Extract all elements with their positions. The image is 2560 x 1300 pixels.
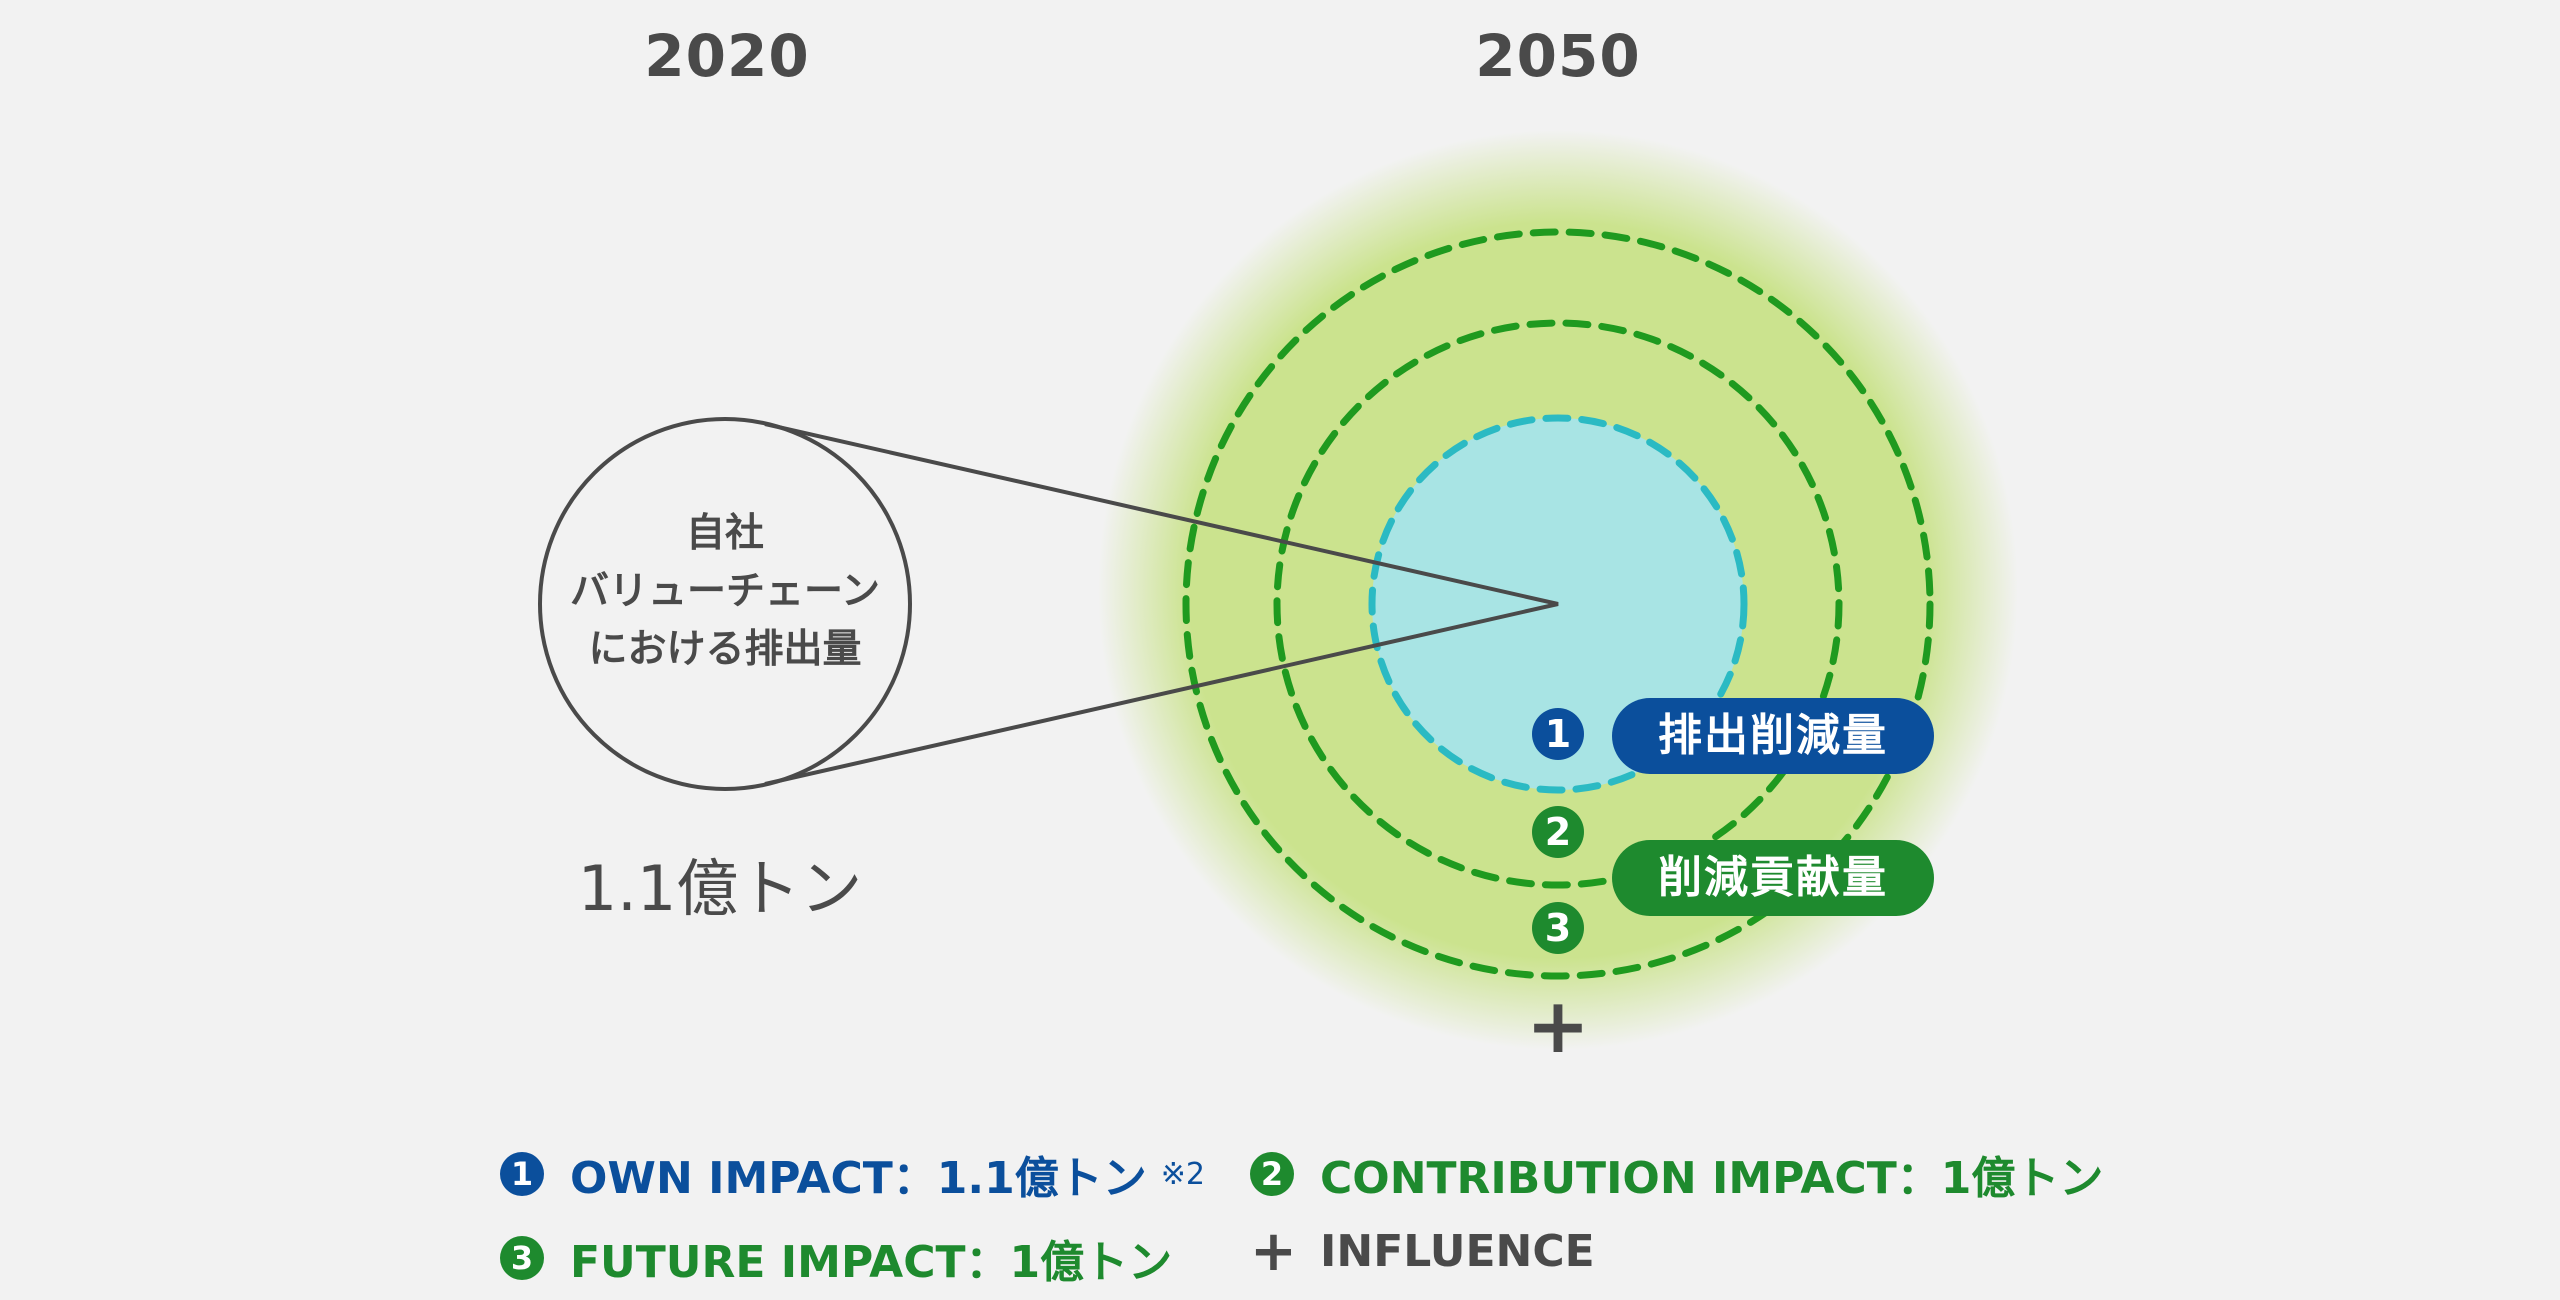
- legend-marker-3: 3: [500, 1236, 544, 1280]
- future-ring: [1182, 228, 1934, 980]
- contribution-ring: [1273, 319, 1843, 889]
- legend-influence: + INFLUENCE: [1250, 1218, 1595, 1284]
- emissions-2020-amount: 1.1億トン: [577, 852, 863, 925]
- value-chain-circle: [538, 417, 912, 791]
- legend-future-label: FUTURE IMPACT：1億トン: [570, 1237, 1173, 1288]
- year-2050-label: 2050: [1475, 22, 1641, 90]
- marker-2: 2: [1532, 806, 1584, 858]
- legend-future-impact: 3 FUTURE IMPACT：1億トン: [500, 1226, 1172, 1290]
- legend-marker-2: 2: [1250, 1152, 1294, 1196]
- legend-own-label: OWN IMPACT：1.1億トン: [570, 1153, 1147, 1204]
- legend-contribution-label: CONTRIBUTION IMPACT：1億トン: [1320, 1153, 2104, 1204]
- marker-1: 1: [1532, 708, 1584, 760]
- contribution-reduction-pill: 削減貢献量: [1612, 840, 1934, 916]
- emission-reduction-pill: 排出削減量: [1612, 698, 1934, 774]
- legend-marker-1: 1: [500, 1152, 544, 1196]
- legend-plus-icon: +: [1250, 1218, 1297, 1284]
- zoom-connector-lines: [764, 422, 1559, 786]
- value-chain-label: 自社 バリューチェーン における排出量: [569, 511, 881, 672]
- marker-3: 3: [1532, 902, 1584, 954]
- legend-contribution-impact: 2 CONTRIBUTION IMPACT：1億トン: [1250, 1142, 2103, 1206]
- legend-influence-label: INFLUENCE: [1320, 1226, 1595, 1277]
- influence-plus-icon: +: [1526, 981, 1590, 1070]
- year-2020-label: 2020: [644, 22, 810, 90]
- footnote-ref: ※2: [1160, 1156, 1205, 1192]
- legend-own-impact: 1 OWN IMPACT：1.1億トン ※2: [500, 1142, 1205, 1206]
